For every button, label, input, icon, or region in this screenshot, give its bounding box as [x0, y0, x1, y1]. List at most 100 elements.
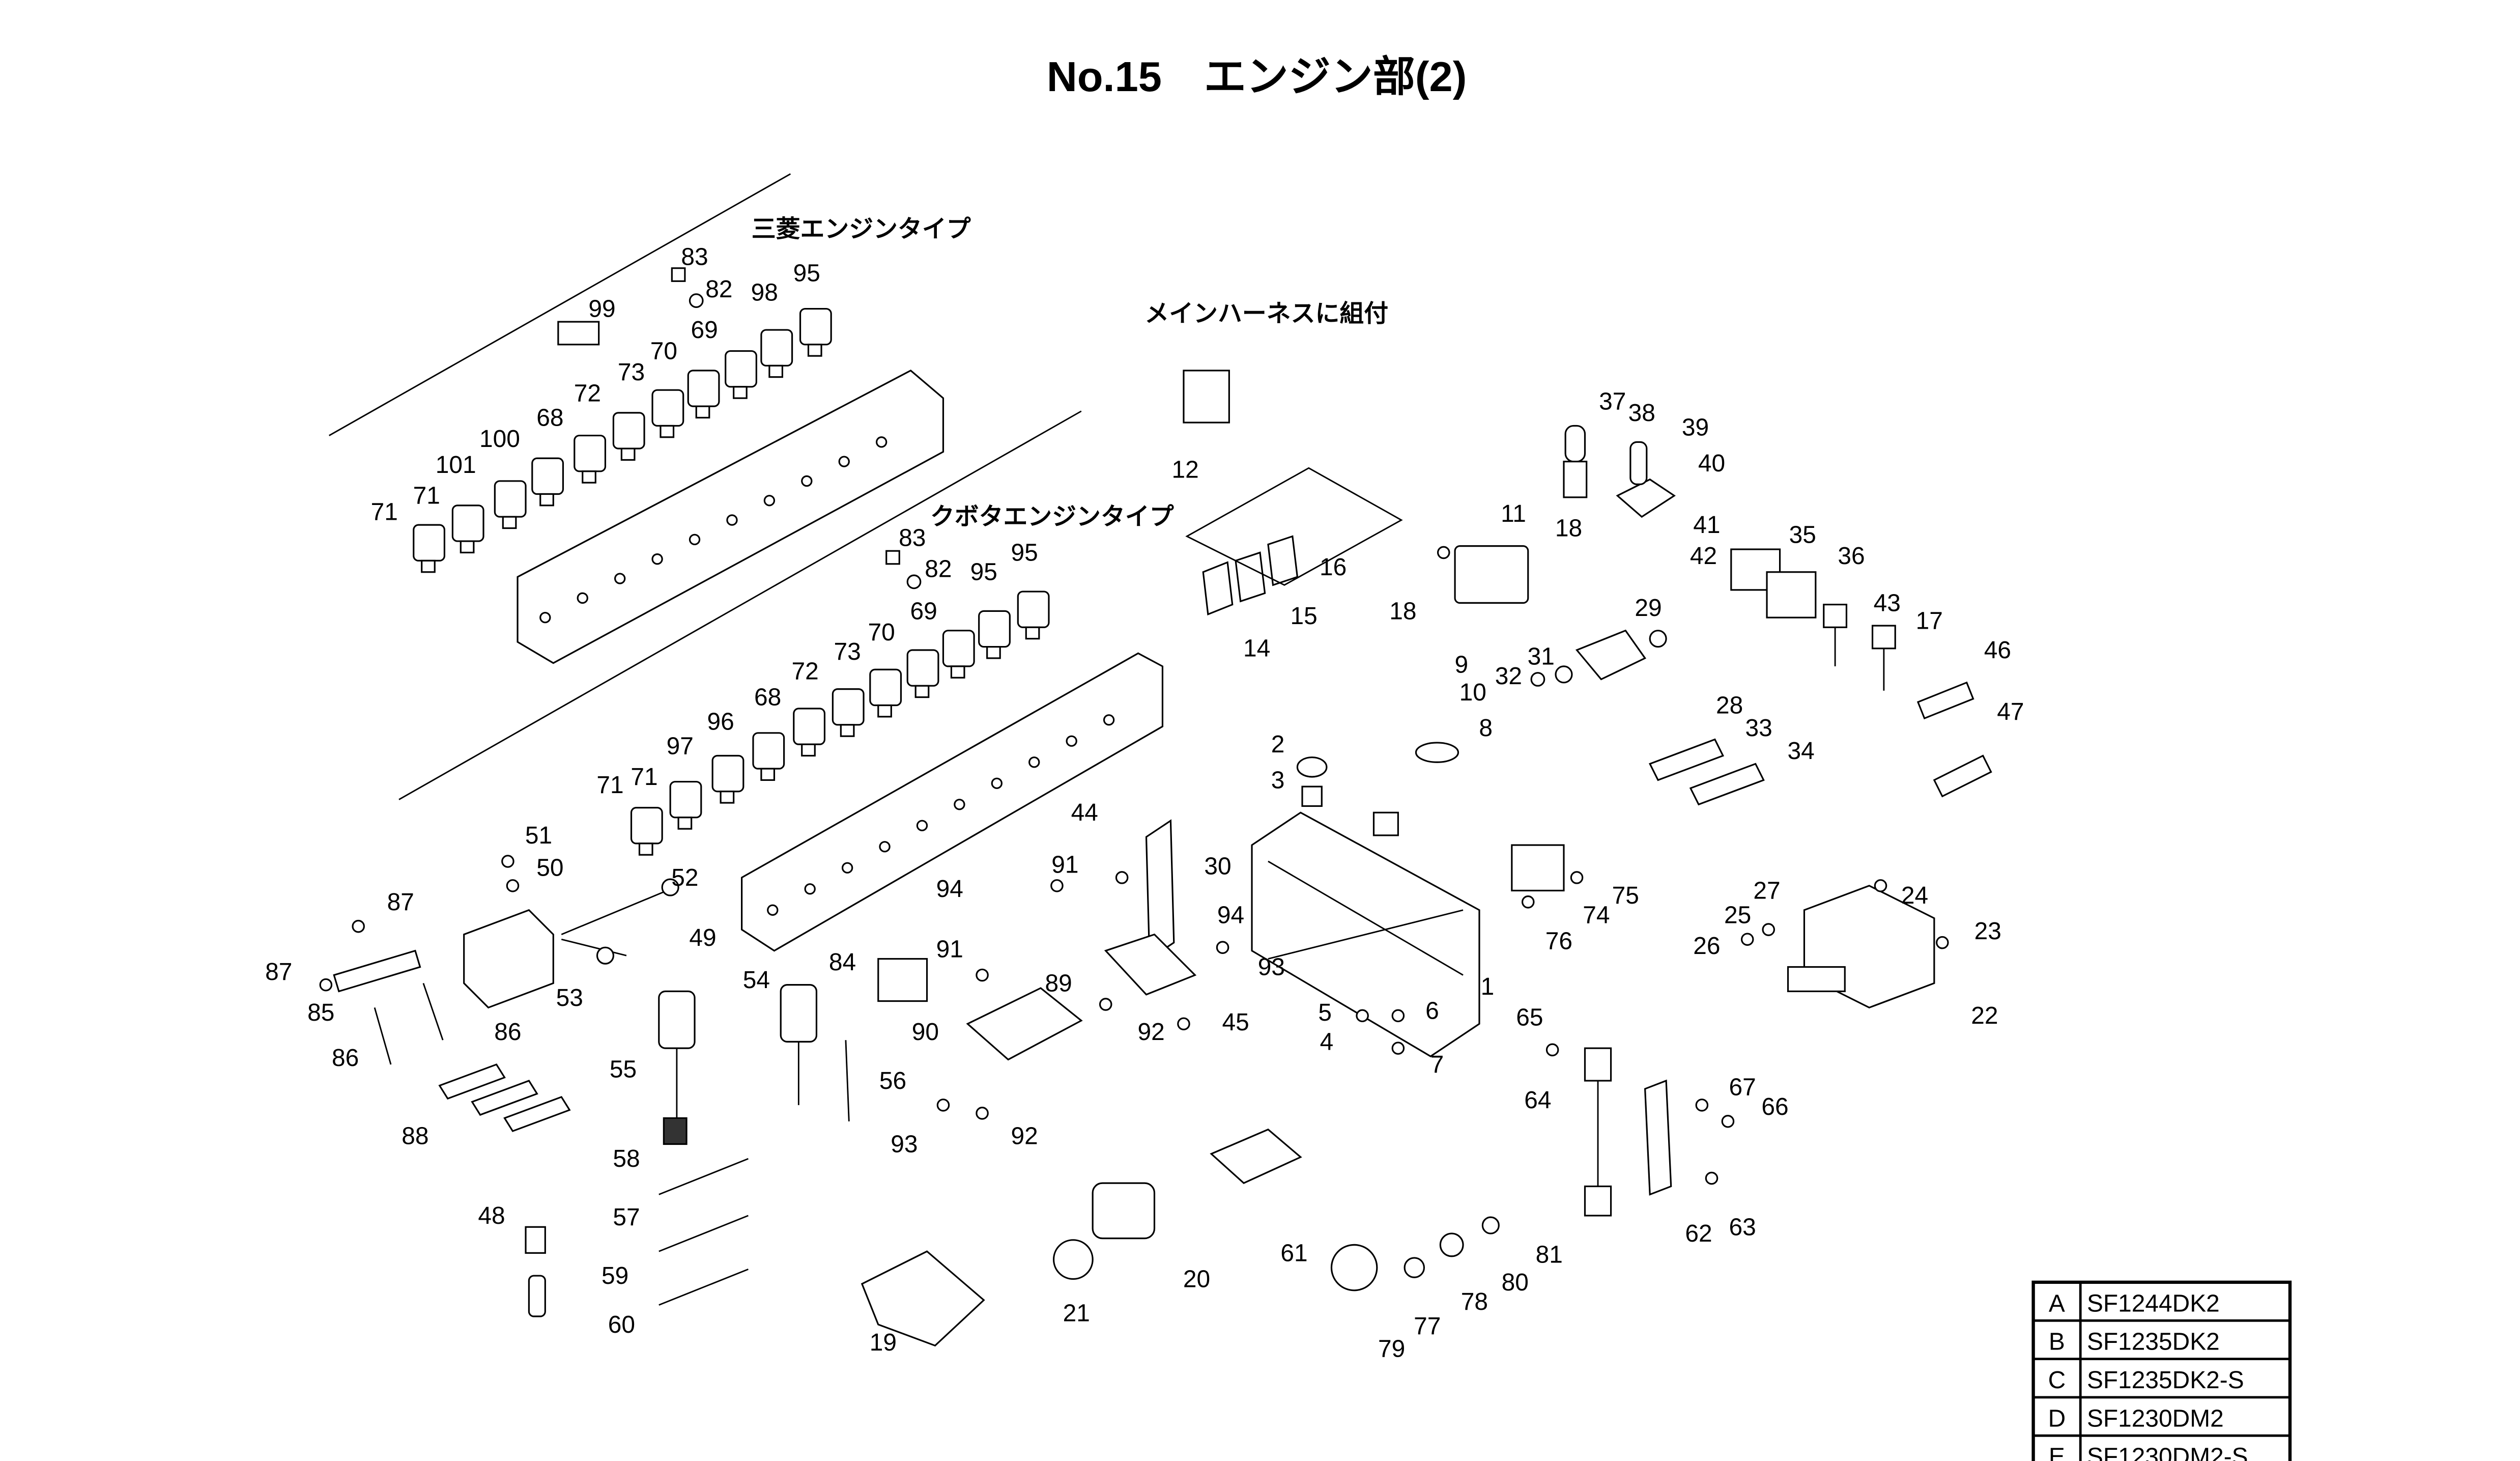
- part-57-59-60: [658, 1268, 749, 1306]
- sender-connector: [1372, 811, 1399, 836]
- relay-terminal: [677, 817, 693, 830]
- connector-12: [1183, 370, 1230, 424]
- callout-51: 51: [525, 822, 552, 849]
- callout-20: 20: [1183, 1266, 1210, 1293]
- callout-82: 82: [705, 276, 732, 303]
- callout-44: 44: [1071, 799, 1098, 826]
- fastener-icon: [1391, 1042, 1405, 1055]
- rail-hole: [614, 573, 626, 584]
- rail-hole: [1066, 735, 1077, 747]
- callout-81: 81: [1536, 1242, 1563, 1269]
- fastener-icon: [976, 1107, 989, 1120]
- rod-end: [596, 946, 615, 965]
- callout-71: 71: [631, 764, 657, 791]
- callout-47: 47: [1997, 698, 2024, 725]
- guide-line: [329, 173, 791, 436]
- model-key: A: [2049, 1290, 2065, 1317]
- callout-43: 43: [1874, 589, 1901, 616]
- relay-icon: [793, 708, 826, 745]
- fastener-icon: [1216, 941, 1229, 954]
- rod-52: [561, 890, 668, 935]
- callout-101: 101: [436, 452, 476, 479]
- callout-10: 10: [1459, 679, 1486, 706]
- part-29: [1649, 630, 1667, 648]
- heading-main-harness: メインハーネスに組付: [1144, 300, 1388, 327]
- part-16: [1267, 535, 1299, 586]
- part-85: [333, 949, 421, 993]
- model-name: SF1230DM2: [2087, 1405, 2224, 1432]
- callout-87: 87: [265, 959, 292, 986]
- relay-icon: [669, 780, 702, 819]
- tank-cross: [1268, 909, 1464, 960]
- part-86: [374, 1007, 392, 1065]
- relay-icon: [760, 329, 793, 367]
- part-64-bottom: [1584, 1185, 1612, 1217]
- callout-48: 48: [478, 1202, 505, 1229]
- relay-terminal: [986, 645, 1001, 659]
- fastener-icon: [1695, 1099, 1709, 1112]
- fastener-icon: [1437, 546, 1450, 559]
- bracket-30: [1145, 819, 1175, 961]
- callout-42: 42: [1690, 543, 1717, 570]
- part-82: [689, 293, 704, 308]
- heading-mitsubishi: 三菱エンジンタイプ: [752, 216, 971, 243]
- callout-30: 30: [1204, 853, 1231, 880]
- fastener-icon: [1521, 895, 1535, 909]
- relay-terminal: [840, 724, 855, 737]
- fastener-icon: [1177, 1017, 1190, 1031]
- fastener-icon: [1391, 1009, 1405, 1023]
- part-17: [1871, 625, 1896, 650]
- callout-91: 91: [936, 936, 963, 963]
- part-33: [1648, 738, 1725, 781]
- callout-100: 100: [479, 426, 520, 453]
- part-86: [422, 982, 444, 1041]
- model-row-e: E SF1230DM2-S: [2049, 1444, 2248, 1461]
- callout-95: 95: [1011, 539, 1038, 566]
- callout-92: 92: [1011, 1122, 1038, 1149]
- part-32: [1530, 672, 1545, 687]
- part-46: [1916, 681, 1974, 720]
- relay-terminal: [720, 791, 735, 804]
- part-84: [877, 958, 928, 1002]
- callout-68: 68: [754, 684, 781, 711]
- relay-icon: [494, 480, 527, 518]
- rail-hole: [577, 592, 588, 604]
- callout-58: 58: [613, 1145, 640, 1172]
- relay-icon: [752, 732, 785, 770]
- fastener-icon: [1721, 1115, 1735, 1128]
- callout-65: 65: [1516, 1004, 1543, 1031]
- model-row-a: A SF1244DK2: [2049, 1290, 2220, 1317]
- lever-37: [1564, 425, 1586, 463]
- relay-terminal: [801, 743, 816, 757]
- callout-83: 83: [899, 525, 926, 552]
- part-36: [1766, 571, 1817, 619]
- callout-73: 73: [834, 638, 861, 665]
- part-14: [1202, 561, 1234, 615]
- rail-hole: [689, 533, 701, 546]
- callout-71: 71: [596, 772, 623, 799]
- lever-54: [780, 984, 818, 1043]
- callout-46: 46: [1984, 637, 2011, 664]
- callout-56: 56: [879, 1067, 906, 1094]
- callout-64: 64: [1524, 1087, 1551, 1114]
- callout-25: 25: [1724, 902, 1751, 929]
- callout-33: 33: [1745, 715, 1772, 742]
- callout-67: 67: [1729, 1074, 1756, 1101]
- relay-terminal: [539, 493, 554, 507]
- model-key: C: [2048, 1367, 2066, 1394]
- rail-hole: [651, 553, 663, 565]
- callout-36: 36: [1838, 543, 1865, 570]
- callout-53: 53: [556, 985, 583, 1012]
- part-83: [671, 267, 686, 282]
- bracket-90: [966, 987, 1083, 1061]
- callout-95: 95: [970, 559, 997, 586]
- fastener-icon: [1705, 1171, 1719, 1185]
- callout-70: 70: [868, 619, 895, 646]
- relay-icon: [832, 688, 865, 726]
- rail-hole: [879, 841, 891, 853]
- lever-37-base: [1563, 461, 1588, 498]
- pad-88: [471, 1080, 538, 1116]
- relay-terminal: [807, 344, 822, 357]
- fastener-icon: [352, 919, 365, 933]
- relay-terminal: [733, 386, 748, 399]
